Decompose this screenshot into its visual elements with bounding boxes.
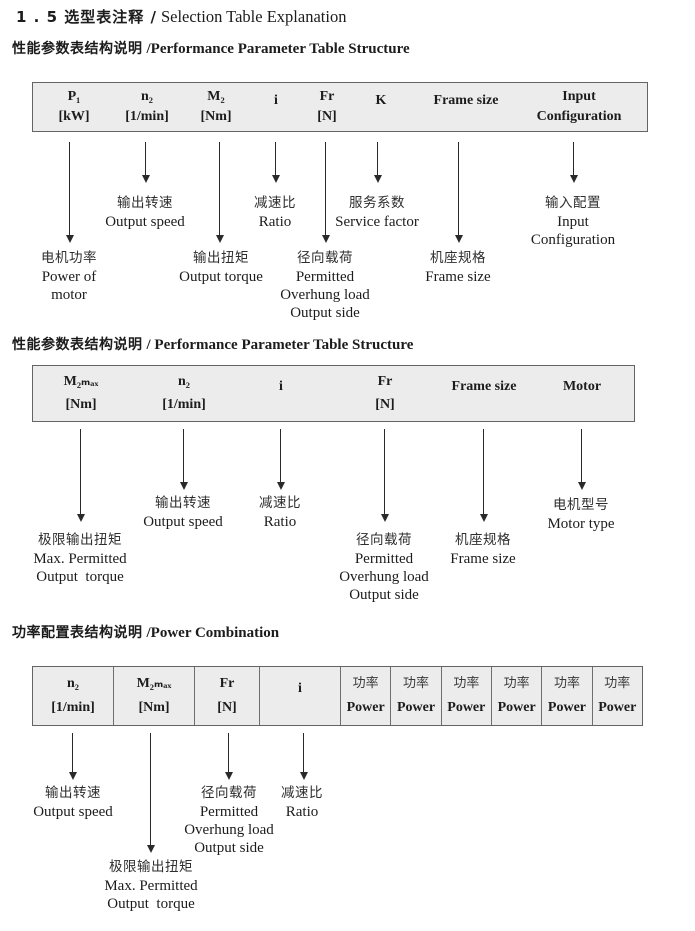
down-arrow xyxy=(224,733,233,780)
header-cell-i: i xyxy=(274,93,278,109)
header-cell-m2: M₂[Nm] xyxy=(200,88,232,125)
callout-overhung-load: 径向载荷 Permitted Overhung load Output side xyxy=(184,785,274,856)
callout-max-output-torque: 极限输出扭矩 Max. Permitted Output torque xyxy=(33,532,127,585)
header-cell-m2max: M₂ₘₐₓ[Nm] xyxy=(63,374,99,412)
down-arrow xyxy=(141,142,150,183)
callout-max-output-torque: 极限输出扭矩 Max. Permitted Output torque xyxy=(104,859,198,912)
header-cell-motor: Motor xyxy=(562,378,602,394)
section1-heading-zh: 性能参数表结构说明 xyxy=(12,41,143,57)
down-arrow xyxy=(454,142,463,243)
down-arrow xyxy=(299,733,308,780)
header-cell-p1: P₁[kW] xyxy=(58,88,90,125)
header-cell-n2: n₂[1/min] xyxy=(125,88,169,125)
down-arrow xyxy=(276,429,285,490)
section1-heading: 性能参数表结构说明 /Performance Parameter Table S… xyxy=(12,38,410,58)
header-cell-n2: n₂[1/min] xyxy=(162,374,206,412)
down-arrow xyxy=(65,142,74,243)
page-title-zh: 1 . 5 选型表注释 / xyxy=(16,8,157,26)
header-cell-fr: Fr[N] xyxy=(195,667,260,725)
down-arrow xyxy=(76,429,85,522)
down-arrow xyxy=(321,142,330,243)
down-arrow xyxy=(380,429,389,522)
down-arrow xyxy=(271,142,280,183)
header-cell-n2: n₂[1/min] xyxy=(33,667,114,725)
down-arrow xyxy=(569,142,578,183)
callout-service-factor: 服务系数 Service factor xyxy=(335,195,419,230)
down-arrow xyxy=(179,429,188,490)
header-cell-frame-size: Frame size xyxy=(451,378,517,394)
callout-ratio: 减速比 Ratio xyxy=(259,495,301,530)
section2-heading-en: / Performance Parameter Table Structure xyxy=(146,337,414,353)
callout-power-of-motor: 电机功率 Power of motor xyxy=(41,250,97,303)
down-arrow xyxy=(373,142,382,183)
section2-heading: 性能参数表结构说明 / Performance Parameter Table … xyxy=(12,334,413,354)
callout-output-speed: 输出转速 Output speed xyxy=(33,785,113,820)
callout-ratio: 减速比 Ratio xyxy=(281,785,323,820)
section3-heading: 功率配置表结构说明 /Power Combination xyxy=(12,622,279,642)
callout-input-configuration: 输入配置 Input Configuration xyxy=(530,195,616,248)
section3-heading-en: /Power Combination xyxy=(146,625,280,641)
section3-heading-zh: 功率配置表结构说明 xyxy=(12,625,143,641)
header-cell-m2max: M₂ₘₐₓ[Nm] xyxy=(114,667,195,725)
callout-frame-size: 机座规格 Frame size xyxy=(450,532,516,567)
callout-overhung-load: 径向载荷 Permitted Overhung load Output side xyxy=(280,250,370,321)
section2-heading-zh: 性能参数表结构说明 xyxy=(12,337,143,353)
performance-table-2: M₂ₘₐₓ[Nm] n₂[1/min] i Fr[N] Frame size M… xyxy=(32,365,635,422)
section1-heading-en: /Performance Parameter Table Structure xyxy=(146,41,410,57)
down-arrow xyxy=(68,733,77,780)
page-title: 1 . 5 选型表注释 / Selection Table Explanatio… xyxy=(16,6,346,27)
callout-ratio: 减速比 Ratio xyxy=(254,195,296,230)
header-cell-fr: Fr[N] xyxy=(375,374,395,412)
header-cell-k: K xyxy=(375,93,387,109)
down-arrow xyxy=(146,733,155,853)
down-arrow xyxy=(215,142,224,243)
down-arrow xyxy=(577,429,586,490)
header-cell-fr: Fr[N] xyxy=(317,88,337,125)
header-cell-i: i xyxy=(279,378,283,394)
callout-output-speed: 输出转速 Output speed xyxy=(105,195,185,230)
callout-motor-type: 电机型号 Motor type xyxy=(547,497,615,532)
callout-output-speed: 输出转速 Output speed xyxy=(143,495,223,530)
callout-overhung-load: 径向载荷 Permitted Overhung load Output side xyxy=(339,532,429,603)
header-cell-i: i xyxy=(260,667,341,725)
page-title-en: Selection Table Explanation xyxy=(160,7,347,26)
performance-table-1: P₁[kW] n₂[1/min] M₂[Nm] i Fr[N] K Frame … xyxy=(32,82,648,132)
down-arrow xyxy=(479,429,488,522)
callout-output-torque: 输出扭矩 Output torque xyxy=(179,250,263,285)
header-cell-frame-size: Frame size xyxy=(433,93,499,109)
callout-frame-size: 机座规格 Frame size xyxy=(425,250,491,285)
